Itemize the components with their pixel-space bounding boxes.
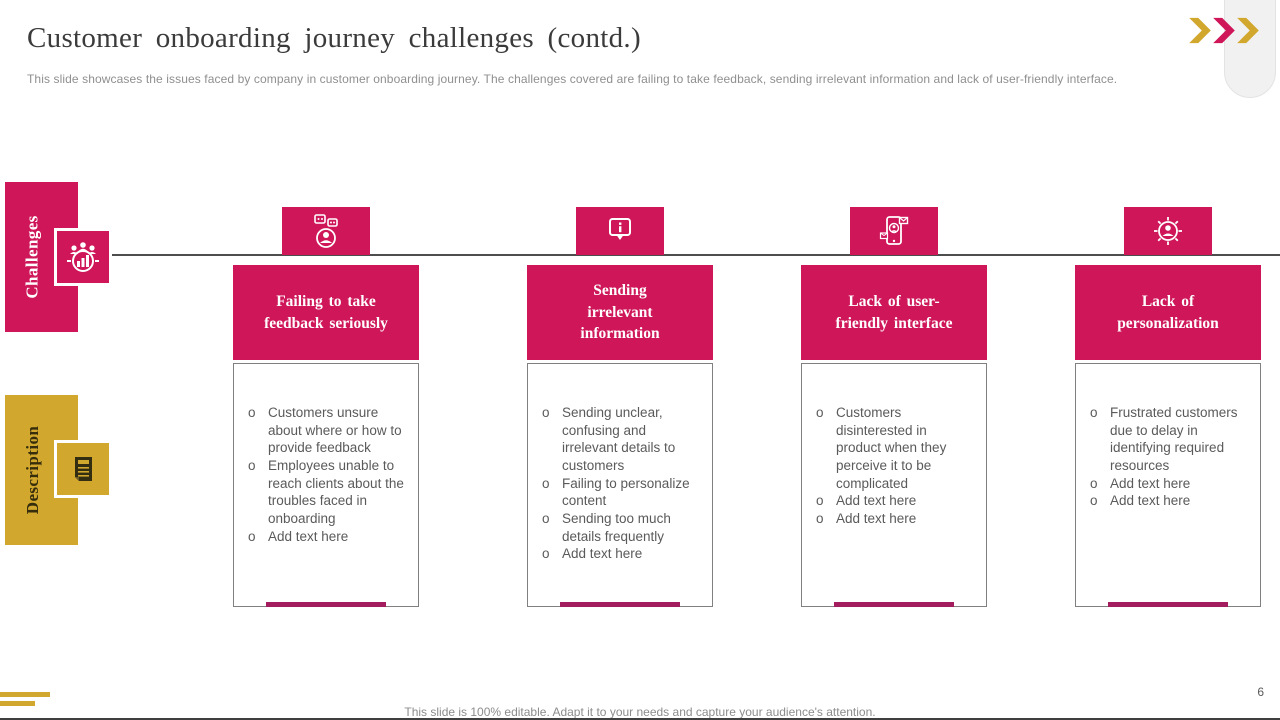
column-icon-box[interactable] (850, 207, 938, 255)
column-icon-box[interactable] (576, 207, 664, 255)
challenge-title[interactable]: Sending irrelevant information (527, 265, 713, 360)
document-icon (75, 457, 92, 481)
chevron-right-icon (1237, 17, 1259, 44)
bullet-list: o Customers disinterested in product when… (814, 404, 974, 528)
list-item: o Sending unclear, confusing and irreleva… (540, 404, 700, 475)
bullet-text: Failing to personalize content (562, 475, 690, 509)
page-subtitle: This slide showcases the issues faced by… (27, 72, 1118, 86)
bullet-text: Add text here (562, 546, 643, 562)
info-bubble-icon (609, 218, 631, 240)
list-item: o Frustrated customers due to delay in id… (1088, 404, 1248, 475)
bullet-text: Add text here (1110, 493, 1191, 509)
bullet-marker: o (816, 511, 824, 527)
bullet-marker: o (542, 475, 550, 491)
list-item: o Sending too much details frequently (540, 510, 700, 545)
bullet-text: Sending unclear, confusing and irrelevan… (562, 405, 676, 474)
challenge-description-box[interactable]: o Customers unsure about where or how to … (233, 363, 419, 607)
chevron-right-icon (1189, 17, 1211, 44)
chevron-right-icon (1213, 17, 1235, 44)
bullet-list: o Frustrated customers due to delay in id… (1088, 404, 1248, 510)
bullet-text: Customers unsure about where or how to p… (268, 405, 402, 456)
list-item: o Add text here (814, 492, 974, 510)
bullet-marker: o (248, 528, 256, 544)
sidebar-label-wrap: Challenges (5, 182, 61, 332)
accent-underline (266, 602, 386, 607)
timeline-line (112, 254, 1280, 256)
list-item: o Add text here (1088, 492, 1248, 510)
accent-underline (560, 602, 680, 607)
bullet-text: Frustrated customers due to delay in ide… (1110, 405, 1238, 474)
bullet-marker: o (1090, 493, 1098, 509)
sidebar-label-challenges: Challenges (23, 215, 42, 299)
bullet-marker: o (816, 405, 824, 420)
challenge-column-4: Lack of personalization o Frustrated cust… (1075, 207, 1261, 608)
challenge-description-box[interactable]: o Frustrated customers due to delay in id… (1075, 363, 1261, 607)
description-icon-box[interactable] (54, 440, 112, 498)
bullet-marker: o (248, 458, 256, 474)
list-item: o Employees unable to reach clients about… (246, 457, 406, 528)
challenge-description-box[interactable]: o Customers disinterested in product when… (801, 363, 987, 607)
list-item: o Add text here (540, 545, 700, 563)
bullet-marker: o (1090, 475, 1098, 491)
list-item: o Customers disinterested in product when… (814, 404, 974, 492)
bullet-list: o Sending unclear, confusing and irreleva… (540, 404, 700, 563)
mobile-user-icon (879, 216, 909, 245)
page-title: Customer onboarding journey challenges (… (27, 22, 641, 54)
bullet-marker: o (1090, 405, 1098, 420)
bullet-text: Customers disinterested in product when … (836, 405, 947, 491)
bullet-list: o Customers unsure about where or how to … (246, 404, 406, 545)
sidebar-label-description: Description (23, 425, 43, 515)
personalization-icon (1154, 217, 1182, 245)
bullet-text: Add text here (836, 511, 917, 527)
list-item: o Customers unsure about where or how to … (246, 404, 406, 457)
challenge-title[interactable]: Failing to take feedback seriously (233, 265, 419, 360)
bullet-text: Add text here (268, 528, 349, 544)
list-item: o Add text here (1088, 475, 1248, 493)
challenge-column-1: Failing to take feedback seriously o Cust… (233, 207, 419, 608)
list-item: o Add text here (814, 510, 974, 528)
page-number: 6 (1257, 685, 1264, 699)
bullet-text: Sending too much details frequently (562, 511, 671, 544)
bullet-text: Employees unable to reach clients about … (268, 458, 404, 527)
column-icon-box[interactable] (1124, 207, 1212, 255)
corner-tab-shape (1224, 0, 1276, 98)
challenge-description-box[interactable]: o Sending unclear, confusing and irreleva… (527, 363, 713, 607)
footer-accent-line (0, 701, 35, 706)
bullet-marker: o (816, 493, 824, 509)
bullet-marker: o (542, 546, 550, 562)
accent-underline (834, 602, 954, 607)
column-icon-box[interactable] (282, 207, 370, 255)
footer-note: This slide is 100% editable. Adapt it to… (404, 705, 876, 719)
bullet-marker: o (248, 405, 256, 420)
list-item: o Failing to personalize content (540, 475, 700, 510)
bullet-text: Add text here (1110, 475, 1191, 491)
slide-bottom-border (0, 718, 1280, 720)
user-feedback-icon (314, 214, 338, 248)
bullet-marker: o (542, 511, 550, 527)
bullet-marker: o (542, 405, 550, 420)
footer-accent-line (0, 692, 50, 697)
challenge-column-3: Lack of user- friendly interface o Custom… (801, 207, 987, 608)
sidebar-label-wrap: Description (5, 395, 61, 545)
accent-underline (1108, 602, 1228, 607)
bullet-text: Add text here (836, 493, 917, 509)
challenge-title[interactable]: Lack of user- friendly interface (801, 265, 987, 360)
list-item: o Add text here (246, 528, 406, 546)
challenges-icon-box[interactable] (54, 228, 112, 286)
team-analytics-icon (67, 242, 99, 272)
challenge-title[interactable]: Lack of personalization (1075, 265, 1261, 360)
